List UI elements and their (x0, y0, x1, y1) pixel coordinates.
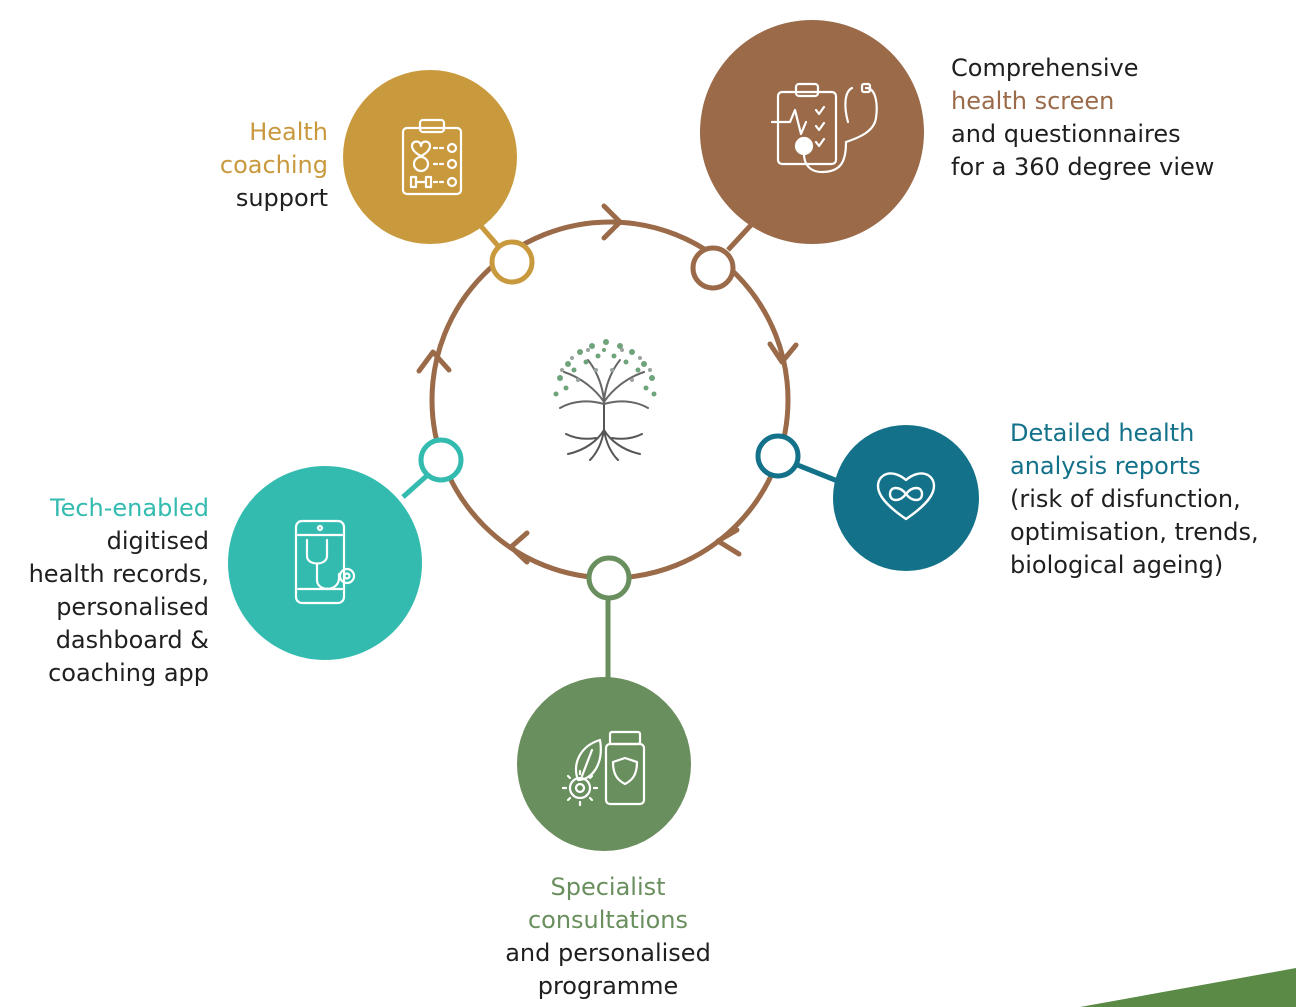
label-line: health records, (28, 560, 209, 588)
label-line: Tech-enabled (50, 494, 209, 522)
label-line: analysis reports (1010, 452, 1201, 480)
label-line: support (235, 184, 328, 212)
ring-arrows (416, 203, 799, 565)
label-line: coaching (219, 151, 328, 179)
ring-arrow-icon (767, 341, 799, 365)
node-analysis (833, 425, 979, 571)
label-analysis: Detailed health analysis reports (risk o… (1010, 417, 1259, 582)
label-specialist: Specialist consultations and personalise… (468, 871, 748, 1003)
clipboard-stethoscope-icon (770, 82, 878, 174)
label-line: Specialist (550, 873, 666, 901)
label-line: and personalised (505, 939, 711, 967)
label-line: Detailed health (1010, 419, 1195, 447)
label-line: consultations (527, 906, 689, 934)
node-screen (700, 20, 924, 244)
label-line: Health (249, 118, 328, 146)
ring-arrow-icon (508, 530, 530, 565)
label-tech: Tech-enabled digitised health records, p… (29, 492, 209, 690)
label-line: (risk of disfunction, (1010, 485, 1241, 513)
clipboard-checklist-icon (401, 118, 463, 196)
label-line: personalised (56, 593, 209, 621)
ring-arrow-icon (601, 203, 623, 241)
supplement-jar-leaf-icon (561, 730, 646, 807)
label-line: Comprehensive (951, 54, 1139, 82)
label-coaching: Health coaching support (220, 116, 328, 215)
tree-of-life-icon (553, 339, 657, 461)
node-specialist (517, 677, 691, 851)
label-line: for a 360 degree view (951, 153, 1215, 181)
heart-infinity-icon (876, 472, 936, 521)
label-line: and questionnaires (951, 120, 1181, 148)
ring-arrow-icon (715, 527, 742, 557)
node-tech (228, 466, 422, 660)
label-line: digitised (106, 527, 209, 555)
label-line: health screen (951, 87, 1115, 115)
label-line: programme (537, 972, 679, 1000)
node-coaching (343, 70, 517, 244)
label-line: biological ageing) (1010, 551, 1224, 579)
cycle-ring (429, 219, 791, 581)
label-line: optimisation, trends, (1010, 518, 1259, 546)
label-line: dashboard & (55, 626, 209, 654)
ring-arrow-icon (416, 349, 452, 374)
phone-stethoscope-icon (294, 519, 356, 605)
label-line: coaching app (48, 659, 209, 687)
label-screen: Comprehensive health screen and question… (951, 52, 1214, 184)
corner-decoration (1080, 968, 1296, 1007)
